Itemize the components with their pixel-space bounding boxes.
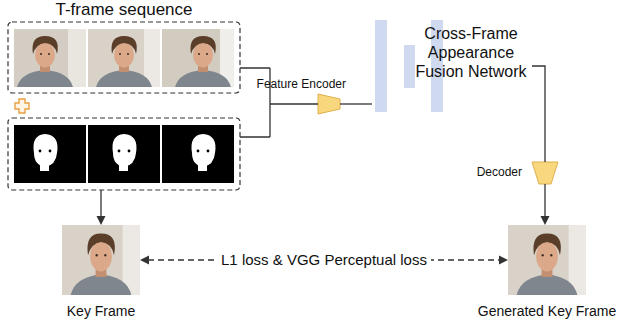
node-label: Generated Key Frame <box>478 303 617 320</box>
dashed-frame-box <box>8 22 240 93</box>
encoder-block: Feature Encoder <box>318 94 340 114</box>
encoder-trapezoid <box>318 94 340 114</box>
decoder-block: Decoder <box>532 162 558 184</box>
mask-frame <box>88 125 160 183</box>
node-label: Feature Encoder <box>257 77 346 91</box>
connector <box>544 184 545 217</box>
node-label: T-frame sequence <box>8 0 240 20</box>
connector <box>100 190 101 217</box>
connector <box>532 66 545 162</box>
node-label: Cross-Frame Appearance Fusion Network <box>410 24 532 81</box>
video-frame <box>14 29 86 87</box>
mask-frame <box>162 125 234 183</box>
decoder-trapezoid <box>532 162 558 184</box>
node-label: Decoder <box>477 165 522 179</box>
video-frame <box>162 29 234 87</box>
dashed-mask-box <box>8 118 240 190</box>
key-frame-photo <box>62 225 140 295</box>
generated-frame-image: Generated Key Frame <box>508 225 586 295</box>
key-frame-image: Key Frame <box>62 225 140 295</box>
edge-label: L1 loss & VGG Perceptual loss <box>217 251 431 269</box>
connector <box>340 103 372 104</box>
arrowhead <box>499 256 508 265</box>
video-frame <box>88 29 160 87</box>
network-bar <box>375 20 387 112</box>
network-bar <box>404 45 415 88</box>
mask-frame <box>14 125 86 183</box>
fusion-network: Cross-Frame Appearance Fusion Network <box>372 20 532 115</box>
arrowhead <box>541 216 550 225</box>
arrowhead <box>97 216 106 225</box>
plus-symbol <box>15 99 29 113</box>
node-label: Key Frame <box>67 303 135 320</box>
arrowhead <box>140 256 149 265</box>
generated-frame-photo <box>508 225 586 295</box>
connector <box>270 103 318 104</box>
input-sequence-group: T-frame sequence <box>8 0 270 190</box>
